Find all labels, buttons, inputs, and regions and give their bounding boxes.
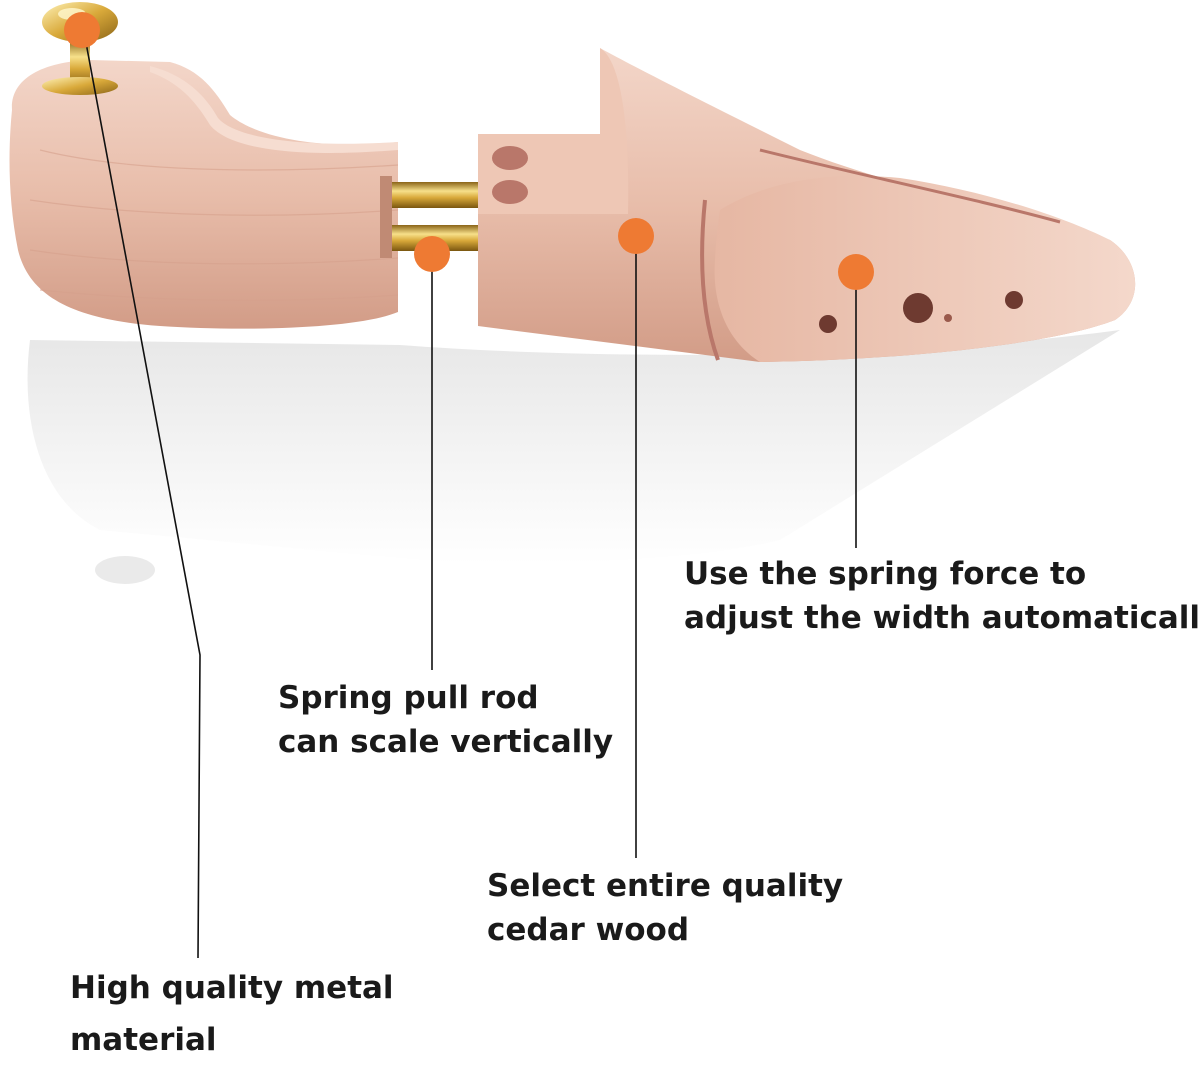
callout-metal-line-2: material	[70, 1022, 217, 1058]
heel-block	[9, 60, 399, 329]
floor-reflection	[27, 330, 1121, 584]
leader-lines	[83, 31, 857, 959]
callout-cedar-line-1: Select entire quality	[487, 868, 844, 904]
callout-rod: Spring pull rod can scale vertically	[278, 676, 613, 764]
marker-rod-dot	[414, 236, 450, 272]
leader-line-metal	[83, 31, 201, 959]
callout-cedar: Select entire quality cedar wood	[487, 864, 843, 952]
callout-spring-line-2: adjust the width automatically	[684, 600, 1200, 636]
spring-rods	[380, 176, 485, 258]
callout-markers	[64, 12, 874, 290]
marker-spring-dot	[838, 254, 874, 290]
callout-spring: Use the spring force to adjust the width…	[684, 552, 1200, 640]
marker-metal-dot	[64, 12, 100, 48]
callout-rod-line-2: can scale vertically	[278, 724, 614, 760]
callout-spring-line-1: Use the spring force to	[684, 556, 1087, 592]
callout-metal-line-1: High quality metal	[70, 970, 394, 1006]
callout-metal: High quality metal material	[70, 962, 394, 1066]
callout-cedar-line-2: cedar wood	[487, 912, 690, 948]
callout-rod-line-1: Spring pull rod	[278, 680, 539, 716]
toe-block	[478, 48, 1136, 362]
marker-cedar-dot	[618, 218, 654, 254]
